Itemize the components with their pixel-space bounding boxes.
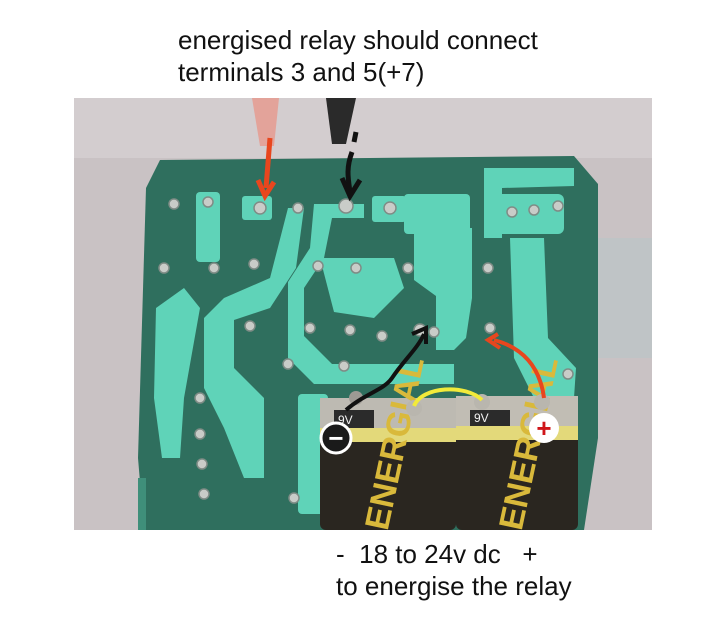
trace-center [320, 258, 404, 318]
plus-circle [529, 413, 559, 443]
solder-pad [562, 368, 574, 380]
solder-pad [376, 330, 388, 342]
plus-symbol: + [536, 413, 551, 443]
solder-pad [506, 206, 518, 218]
solder-pad [338, 198, 354, 214]
solder-pad [292, 202, 304, 214]
solder-pad [244, 320, 256, 332]
minus-symbol: − [328, 423, 343, 453]
trace-block [404, 194, 470, 234]
solder-pad [282, 358, 294, 370]
trace-top-right [484, 168, 574, 238]
solder-pad [312, 260, 324, 272]
solder-pad [196, 458, 208, 470]
minus-marker: − [319, 421, 353, 455]
bottom-caption-line1: - 18 to 24v dc + [336, 539, 538, 569]
battery-left-band [320, 428, 456, 442]
photo-background-top [74, 98, 652, 158]
solder-pad [198, 488, 210, 500]
red-arrow-top-shaft [263, 137, 273, 189]
solder-pad [528, 204, 540, 216]
solder-pad [344, 324, 356, 336]
solder-pads [158, 196, 574, 504]
trace [196, 192, 220, 262]
battery-left-voltage-tag [334, 410, 374, 428]
top-caption: energised relay should connect terminals… [178, 24, 538, 88]
solder-pad [552, 200, 564, 212]
plus-marker: + [529, 413, 559, 443]
solder-pad [194, 428, 206, 440]
solder-pad [158, 262, 170, 274]
solder-pad [428, 326, 440, 338]
red-arrow-bottom-shaft [493, 338, 546, 399]
solder-pad [288, 492, 300, 504]
red-arrow-top-head [255, 178, 277, 202]
trace-path-left [204, 208, 304, 478]
trace-mid [414, 228, 472, 350]
solder-pad [248, 258, 260, 270]
black-arrow-bottom-shaft [344, 333, 426, 412]
solder-pad [304, 322, 316, 334]
solder-pad [253, 201, 267, 215]
solder-pad [202, 196, 214, 208]
terminal-left-positive [406, 400, 422, 416]
solder-pad [350, 262, 362, 274]
pcb-edge [138, 478, 146, 530]
battery-left: 9V ENERGIAL [320, 354, 456, 530]
top-caption-line2: terminals 3 and 5(+7) [178, 57, 425, 87]
solder-pad [482, 262, 494, 274]
red-arrow-bottom-head [484, 332, 502, 350]
solder-pad [338, 360, 350, 372]
battery-right: 9V ENERGIAL [456, 354, 578, 530]
black-arrow-top-tick [351, 131, 359, 143]
pcb-photo: 9V ENERGIAL 9V ENERGIAL − + [74, 98, 652, 530]
ruler [594, 238, 652, 358]
solder-pad [194, 392, 206, 404]
bottom-caption: - 18 to 24v dc + to energise the relay [336, 538, 572, 602]
solder-pad [383, 201, 397, 215]
battery-right-voltage: 9V [474, 411, 489, 425]
trace-block-right [484, 194, 564, 234]
solder-pad [402, 262, 414, 274]
solder-pad [484, 322, 496, 334]
battery-right-voltage-tag [470, 410, 510, 426]
black-arrow-top-shaft [345, 151, 355, 193]
solder-pad [208, 262, 220, 274]
probe-red [252, 98, 279, 146]
bottom-caption-line2: to energise the relay [336, 571, 572, 601]
solder-pad [168, 198, 180, 210]
terminal-positive [534, 394, 550, 410]
yellow-wire [412, 387, 484, 408]
trace-left-edge [154, 288, 200, 458]
trace-path [288, 204, 454, 384]
black-arrow-bottom-head [411, 324, 428, 344]
black-arrow-top-head [339, 176, 363, 202]
probe-black [326, 98, 356, 144]
top-caption-line1: energised relay should connect [178, 25, 538, 55]
minus-circle [319, 421, 353, 455]
